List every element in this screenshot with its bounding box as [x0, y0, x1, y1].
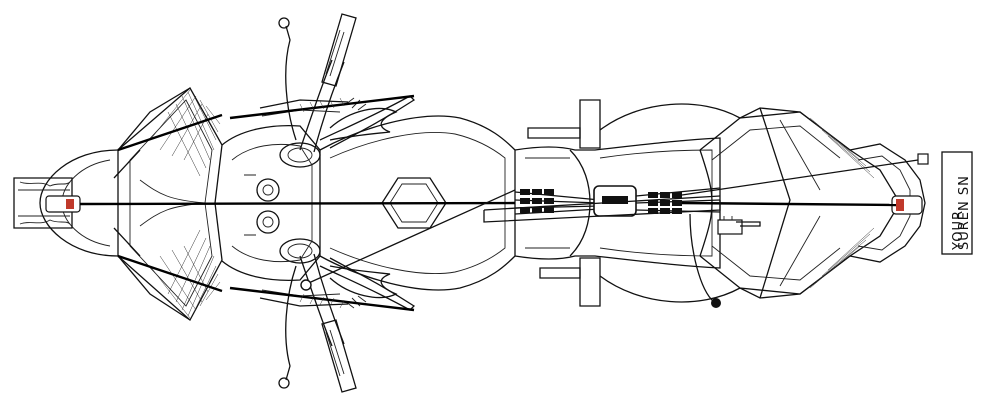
ground-terminal-icon — [711, 298, 721, 308]
plate-line2: SUREN SN — [957, 175, 972, 250]
front-fairing — [113, 86, 223, 322]
handlebar-top — [259, 13, 357, 168]
connector-icon — [917, 153, 929, 165]
handlebar-bottom — [259, 238, 357, 393]
front-nose — [13, 149, 119, 257]
rear-connectors — [648, 192, 682, 214]
rear-tail — [599, 103, 929, 303]
plate-line1: YOUR — [951, 210, 966, 251]
handlebar-button-icon — [300, 279, 312, 291]
wiring-harness — [79, 159, 919, 308]
rear-camera — [891, 195, 923, 215]
relay-unit — [717, 216, 761, 235]
front-camera — [45, 195, 81, 213]
front-connectors — [520, 189, 554, 213]
license-plate: YOUR SUREN SN — [941, 151, 973, 255]
side-flames — [229, 94, 416, 312]
